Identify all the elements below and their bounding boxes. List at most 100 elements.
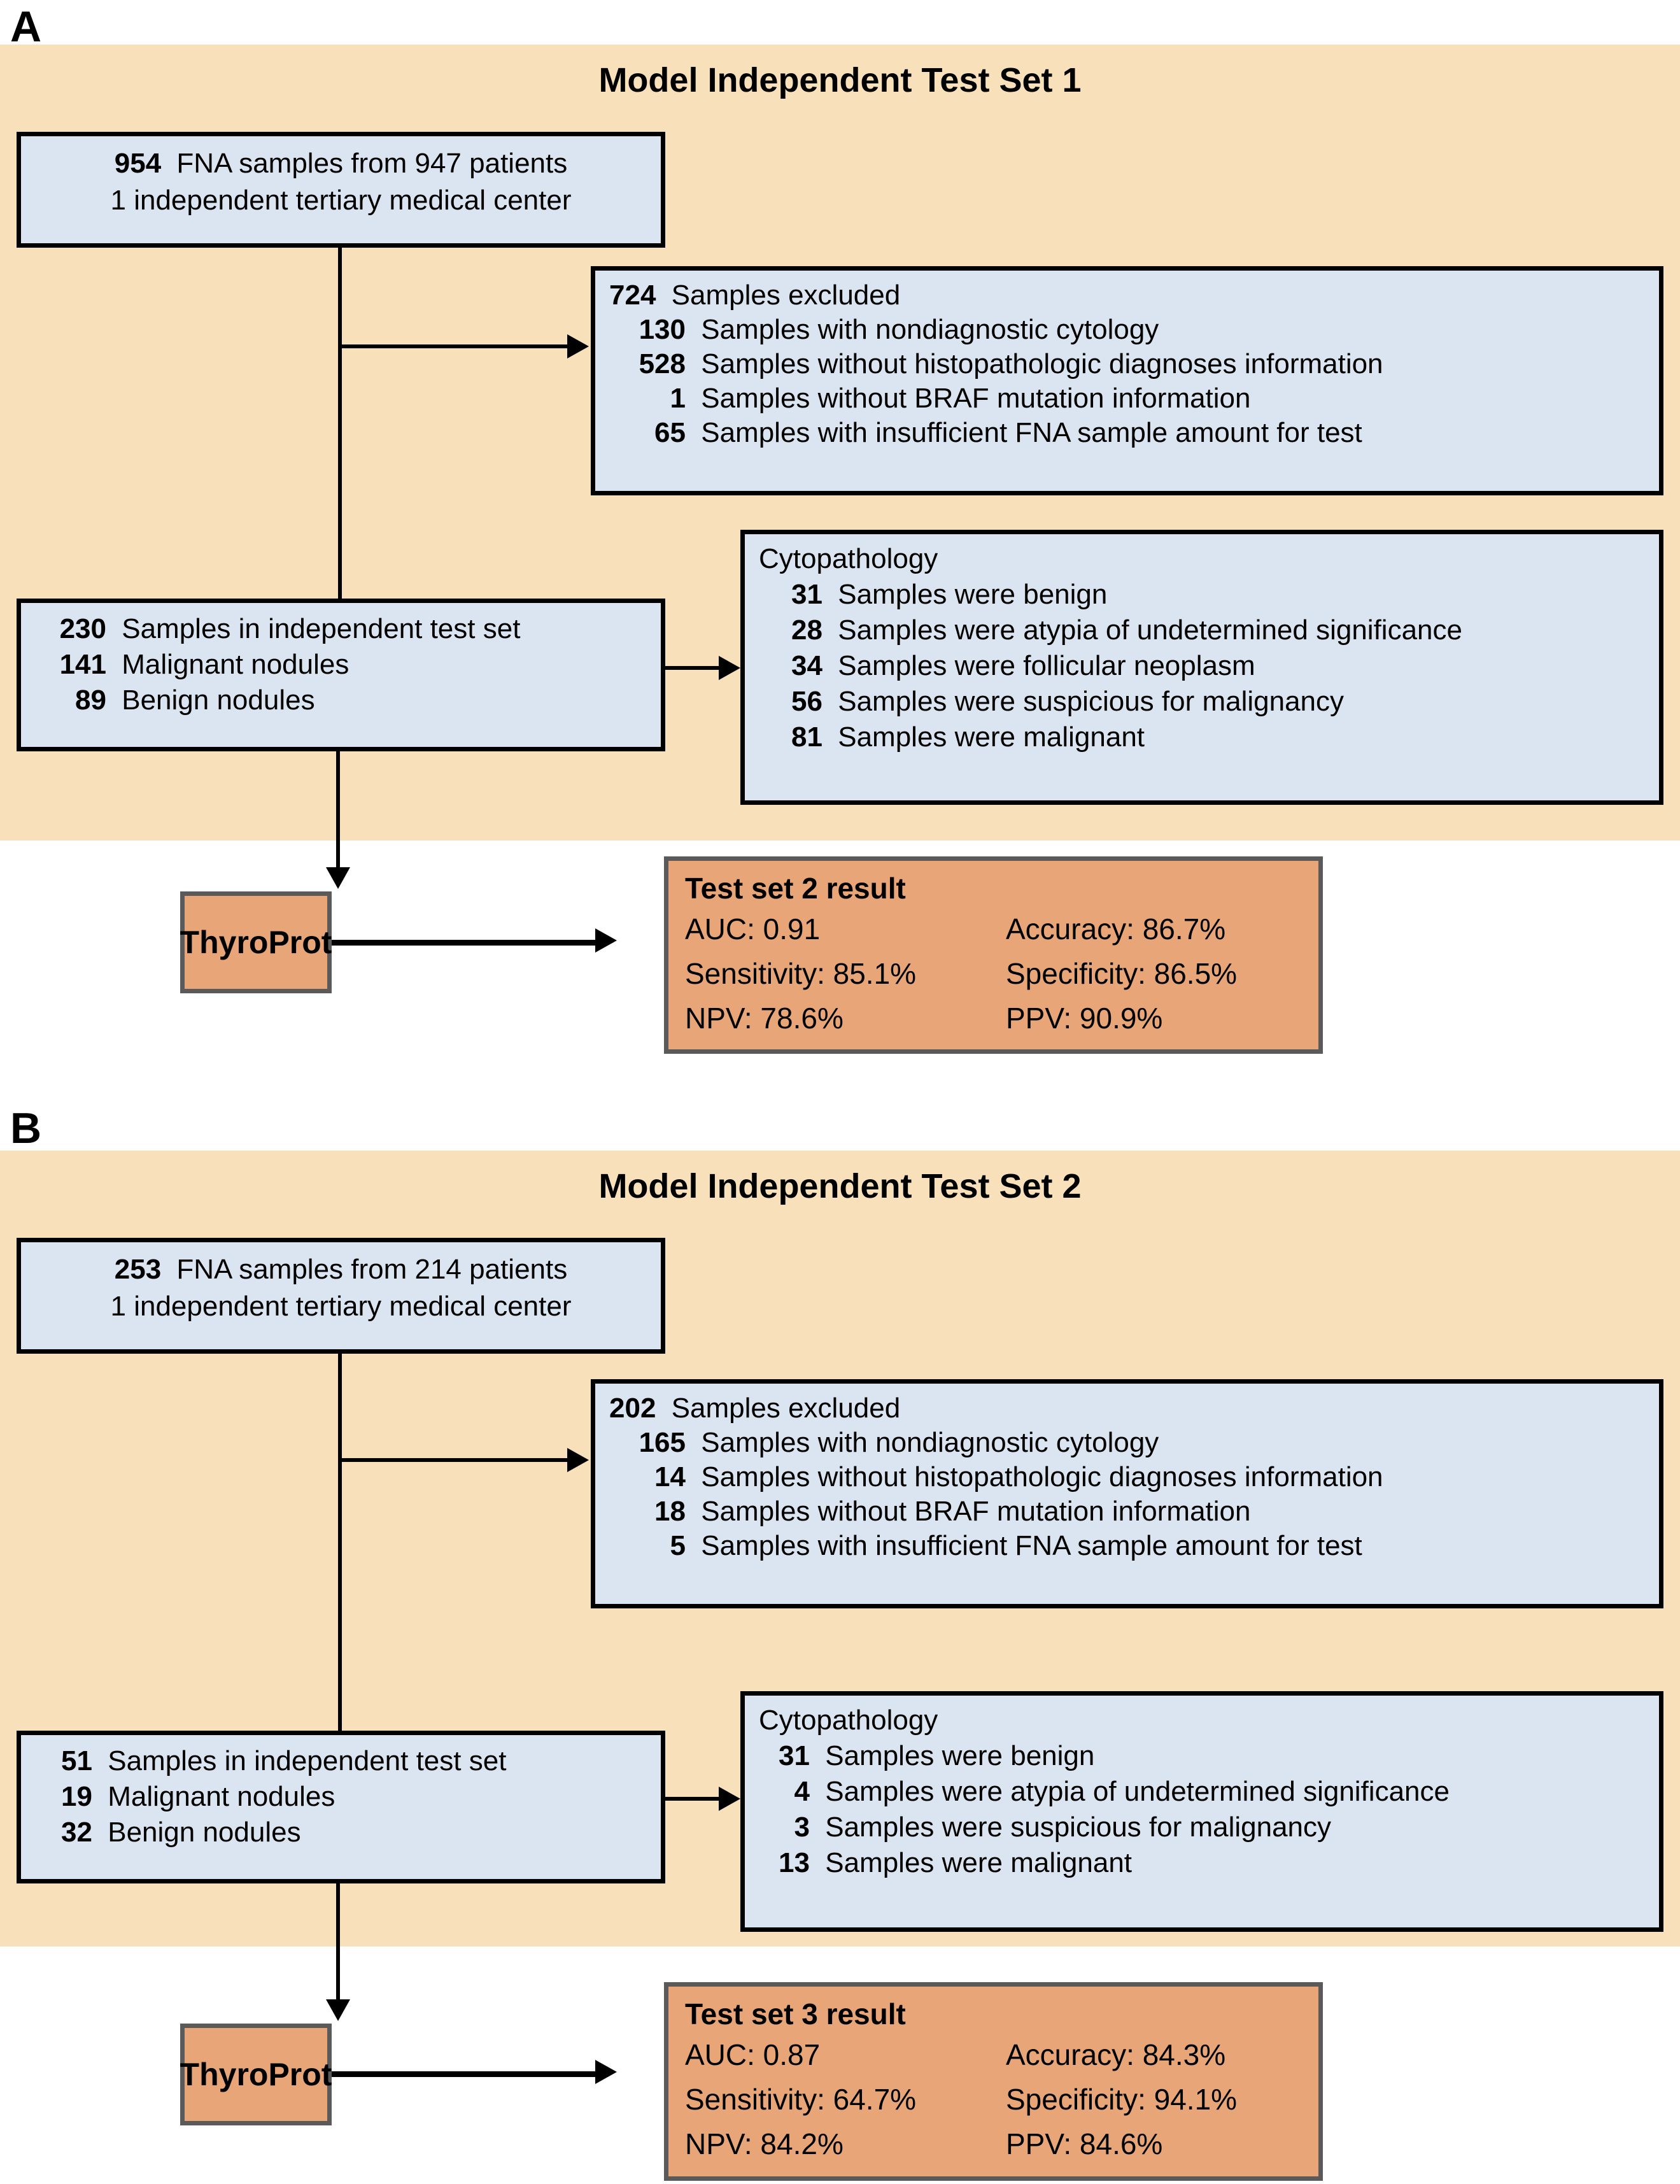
- panel-a-excluded-item-0-num: 130: [639, 314, 686, 345]
- panel-b-cyto-item-1-text: Samples were atypia of undetermined sign…: [825, 1776, 1450, 1807]
- panel-a-cyto-item-4-text: Samples were malignant: [838, 721, 1145, 753]
- panel-b-excluded-item-0-num: 165: [639, 1427, 686, 1458]
- panel-a-result-title: Test set 2 result: [685, 872, 906, 905]
- panel-b-cyto-item-1-num: 4: [794, 1776, 810, 1807]
- panel-a-metric-auc: AUC: 0.91: [685, 912, 821, 946]
- panel-b-excluded-count: 202: [609, 1393, 656, 1424]
- panel-a-source-connector: [338, 248, 342, 642]
- panel-a-included-item-1-num: 89: [75, 684, 106, 716]
- panel-a-excluded-arrowhead: [567, 334, 589, 358]
- panel-a-cyto-item-2-num: 34: [791, 650, 822, 681]
- panel-b-source-count: 253: [114, 1254, 162, 1285]
- panel-a-metric-ppv: PPV: 90.9%: [1006, 1002, 1163, 1035]
- panel-b-model-connector: [336, 1883, 340, 2004]
- panel-b-excluded-item-1-text: Samples without histopathologic diagnose…: [701, 1461, 1383, 1493]
- panel-a-cyto-item-0-text: Samples were benign: [838, 579, 1108, 610]
- panel-a-source-center: 1 independent tertiary medical center: [110, 185, 572, 216]
- panel-b-letter: B: [10, 1104, 42, 1152]
- panel-a-excluded-item-0-text: Samples with nondiagnostic cytology: [701, 314, 1159, 345]
- panel-b-cyto-connector: [665, 1797, 723, 1801]
- panel-b-source-connector: [338, 1354, 342, 1748]
- panel-b-cytopathology-header: Cytopathology: [759, 1705, 938, 1736]
- panel-a-model-connector: [336, 751, 340, 872]
- panel-a-letter: A: [10, 3, 42, 51]
- panel-a-excluded-item-3-text: Samples with insufficient FNA sample amo…: [701, 417, 1362, 448]
- panel-b-excluded-label: Samples excluded: [671, 1393, 901, 1424]
- panel-a-excluded-item-2-num: 1: [670, 383, 686, 414]
- panel-a-cyto-item-3-num: 56: [791, 686, 822, 717]
- panel-b-cyto-item-0-num: 31: [779, 1740, 810, 1771]
- panel-b-excluded-item-0-text: Samples with nondiagnostic cytology: [701, 1427, 1159, 1458]
- panel-b-model-label: ThyroProt: [180, 2057, 332, 2092]
- panel-b-included-item-0-num: 19: [61, 1781, 92, 1812]
- panel-a-metric-accuracy: Accuracy: 86.7%: [1006, 912, 1226, 946]
- panel-b-result-box: Test set 3 result AUC: 0.87 Accuracy: 84…: [664, 1982, 1323, 2181]
- panel-b-excluded-item-1-num: 14: [654, 1461, 686, 1493]
- panel-a-included-item-1-text: Benign nodules: [122, 684, 315, 716]
- panel-a-result-arrowhead: [595, 928, 617, 953]
- panel-a-cyto-item-1-text: Samples were atypia of undetermined sign…: [838, 614, 1462, 646]
- panel-a-result-box: Test set 2 result AUC: 0.91 Accuracy: 86…: [664, 856, 1323, 1054]
- panel-a-model-arrowhead: [326, 867, 350, 889]
- panel-a-excluded-count: 724: [609, 280, 656, 311]
- panel-a-included-count: 230: [59, 613, 106, 644]
- panel-b-excluded-item-3-num: 5: [670, 1530, 686, 1561]
- panel-a-cyto-item-1-num: 28: [791, 614, 822, 646]
- panel-a-excluded-box: 724 Samples excluded 130 Samples with no…: [591, 266, 1663, 495]
- panel-b-cyto-item-0-text: Samples were benign: [825, 1740, 1095, 1771]
- panel-b-source-text: FNA samples from 214 patients: [176, 1254, 568, 1285]
- panel-b-title: Model Independent Test Set 2: [598, 1167, 1082, 1205]
- panel-b-source-box: 253 FNA samples from 214 patients 1 inde…: [17, 1238, 665, 1354]
- panel-a-source-text: FNA samples from 947 patients: [176, 148, 568, 179]
- panel-b-metric-accuracy: Accuracy: 84.3%: [1006, 2038, 1226, 2071]
- panel-b-included-count: 51: [61, 1745, 92, 1776]
- panel-a-model-label: ThyroProt: [180, 925, 332, 960]
- panel-b-excluded-box: 202 Samples excluded 165 Samples with no…: [591, 1379, 1663, 1608]
- panel-b-metric-ppv: PPV: 84.6%: [1006, 2127, 1163, 2160]
- panel-a-metric-specificity: Specificity: 86.5%: [1006, 957, 1238, 990]
- panel-b-cyto-arrowhead: [719, 1787, 740, 1811]
- panel-a-excluded-item-1-num: 528: [639, 348, 686, 379]
- panel-b-result-title: Test set 3 result: [685, 1997, 906, 2031]
- panel-b-included-item-1-text: Benign nodules: [108, 1817, 301, 1848]
- panel-a-metric-npv: NPV: 78.6%: [685, 1002, 844, 1035]
- panel-b-included-item-1-num: 32: [61, 1817, 92, 1848]
- panel-a-cyto-item-3-text: Samples were suspicious for malignancy: [838, 686, 1345, 717]
- panel-a-excluded-item-1-text: Samples without histopathologic diagnose…: [701, 348, 1383, 379]
- panel-b-cytopathology-box: Cytopathology 31 Samples were benign 4 S…: [740, 1691, 1663, 1932]
- panel-b-cyto-item-2-text: Samples were suspicious for malignancy: [825, 1812, 1332, 1843]
- panel-b-included-box: 51 Samples in independent test set 19 Ma…: [17, 1731, 665, 1883]
- panel-a-included-box: 230 Samples in independent test set 141 …: [17, 599, 665, 751]
- panel-a-cyto-item-2-text: Samples were follicular neoplasm: [838, 650, 1255, 681]
- panel-b-excluded-item-2-text: Samples without BRAF mutation informatio…: [701, 1496, 1251, 1527]
- panel-a-excluded-connector: [338, 344, 567, 348]
- panel-a-title: Model Independent Test Set 1: [598, 61, 1082, 99]
- panel-b-cyto-item-2-num: 3: [794, 1812, 810, 1843]
- panel-b-excluded-item-3-text: Samples with insufficient FNA sample amo…: [701, 1530, 1362, 1561]
- panel-b-metric-sensitivity: Sensitivity: 64.7%: [685, 2083, 917, 2116]
- panel-a-cytopathology-header: Cytopathology: [759, 543, 938, 574]
- panel-a-included-item-0-num: 141: [59, 649, 106, 680]
- panel-b-model-arrowhead: [326, 1999, 350, 2021]
- panel-b-source-center: 1 independent tertiary medical center: [110, 1291, 572, 1322]
- panel-a-model-box: ThyroProt: [180, 891, 332, 993]
- panel-b-metric-npv: NPV: 84.2%: [685, 2127, 844, 2160]
- panel-a-source-box: 954 FNA samples from 947 patients 1 inde…: [17, 132, 665, 248]
- panel-a-cytopathology-box: Cytopathology 31 Samples were benign 28 …: [740, 530, 1663, 805]
- panel-b-included-label: Samples in independent test set: [108, 1745, 507, 1776]
- panel-a-excluded-item-2-text: Samples without BRAF mutation informatio…: [701, 383, 1251, 414]
- panel-b-result-arrowhead: [595, 2060, 617, 2084]
- panel-a-excluded-item-3-num: 65: [654, 417, 686, 448]
- panel-a-source-count: 954: [114, 148, 162, 179]
- panel-b-model-box: ThyroProt: [180, 2024, 332, 2125]
- panel-b-result-connector: [332, 2071, 599, 2077]
- panel-a-included-label: Samples in independent test set: [122, 613, 521, 644]
- panel-a-metric-sensitivity: Sensitivity: 85.1%: [685, 957, 917, 990]
- panel-b-excluded-item-2-num: 18: [654, 1496, 686, 1527]
- panel-a-cyto-item-0-num: 31: [791, 579, 822, 610]
- panel-b-included-item-0-text: Malignant nodules: [108, 1781, 335, 1812]
- panel-a-cyto-arrowhead: [719, 656, 740, 680]
- panel-a-included-item-0-text: Malignant nodules: [122, 649, 349, 680]
- panel-b-cyto-item-3-num: 13: [779, 1847, 810, 1878]
- panel-b-metric-specificity: Specificity: 94.1%: [1006, 2083, 1238, 2116]
